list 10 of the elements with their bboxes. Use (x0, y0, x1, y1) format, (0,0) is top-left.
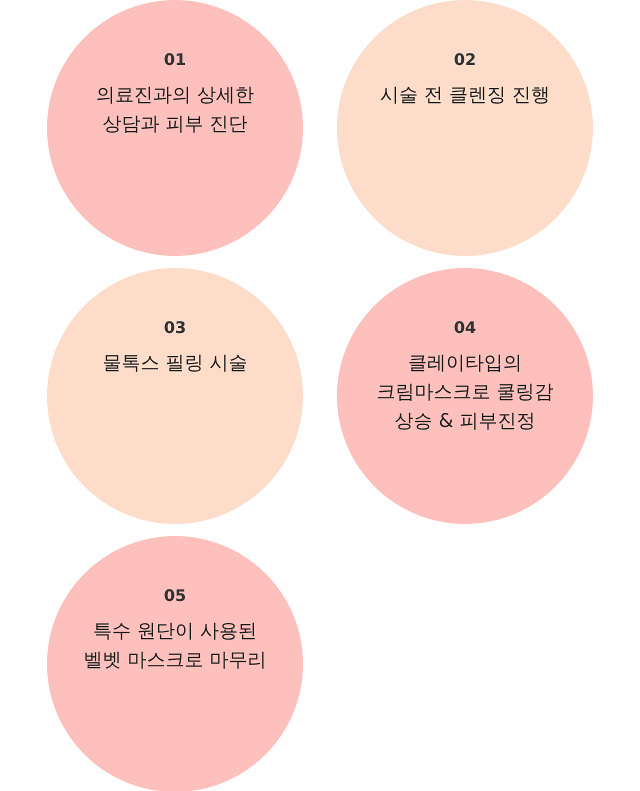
step-number: 02 (454, 50, 476, 69)
step-description: 클레이타입의 크림마스크로 쿨링감 상승 & 피부진정 (375, 351, 555, 434)
step-number: 03 (164, 318, 186, 337)
step-description: 특수 원단이 사용된 벨벳 마스크로 마무리 (82, 619, 268, 673)
step-description: 물톡스 필링 시술 (101, 351, 249, 376)
step-number: 05 (164, 586, 186, 605)
step-number: 04 (454, 318, 476, 337)
step-description: 시술 전 클렌징 진행 (378, 83, 552, 108)
step-number: 01 (164, 50, 186, 69)
step-description: 의료진과의 상세한 상담과 피부 진단 (94, 83, 256, 137)
